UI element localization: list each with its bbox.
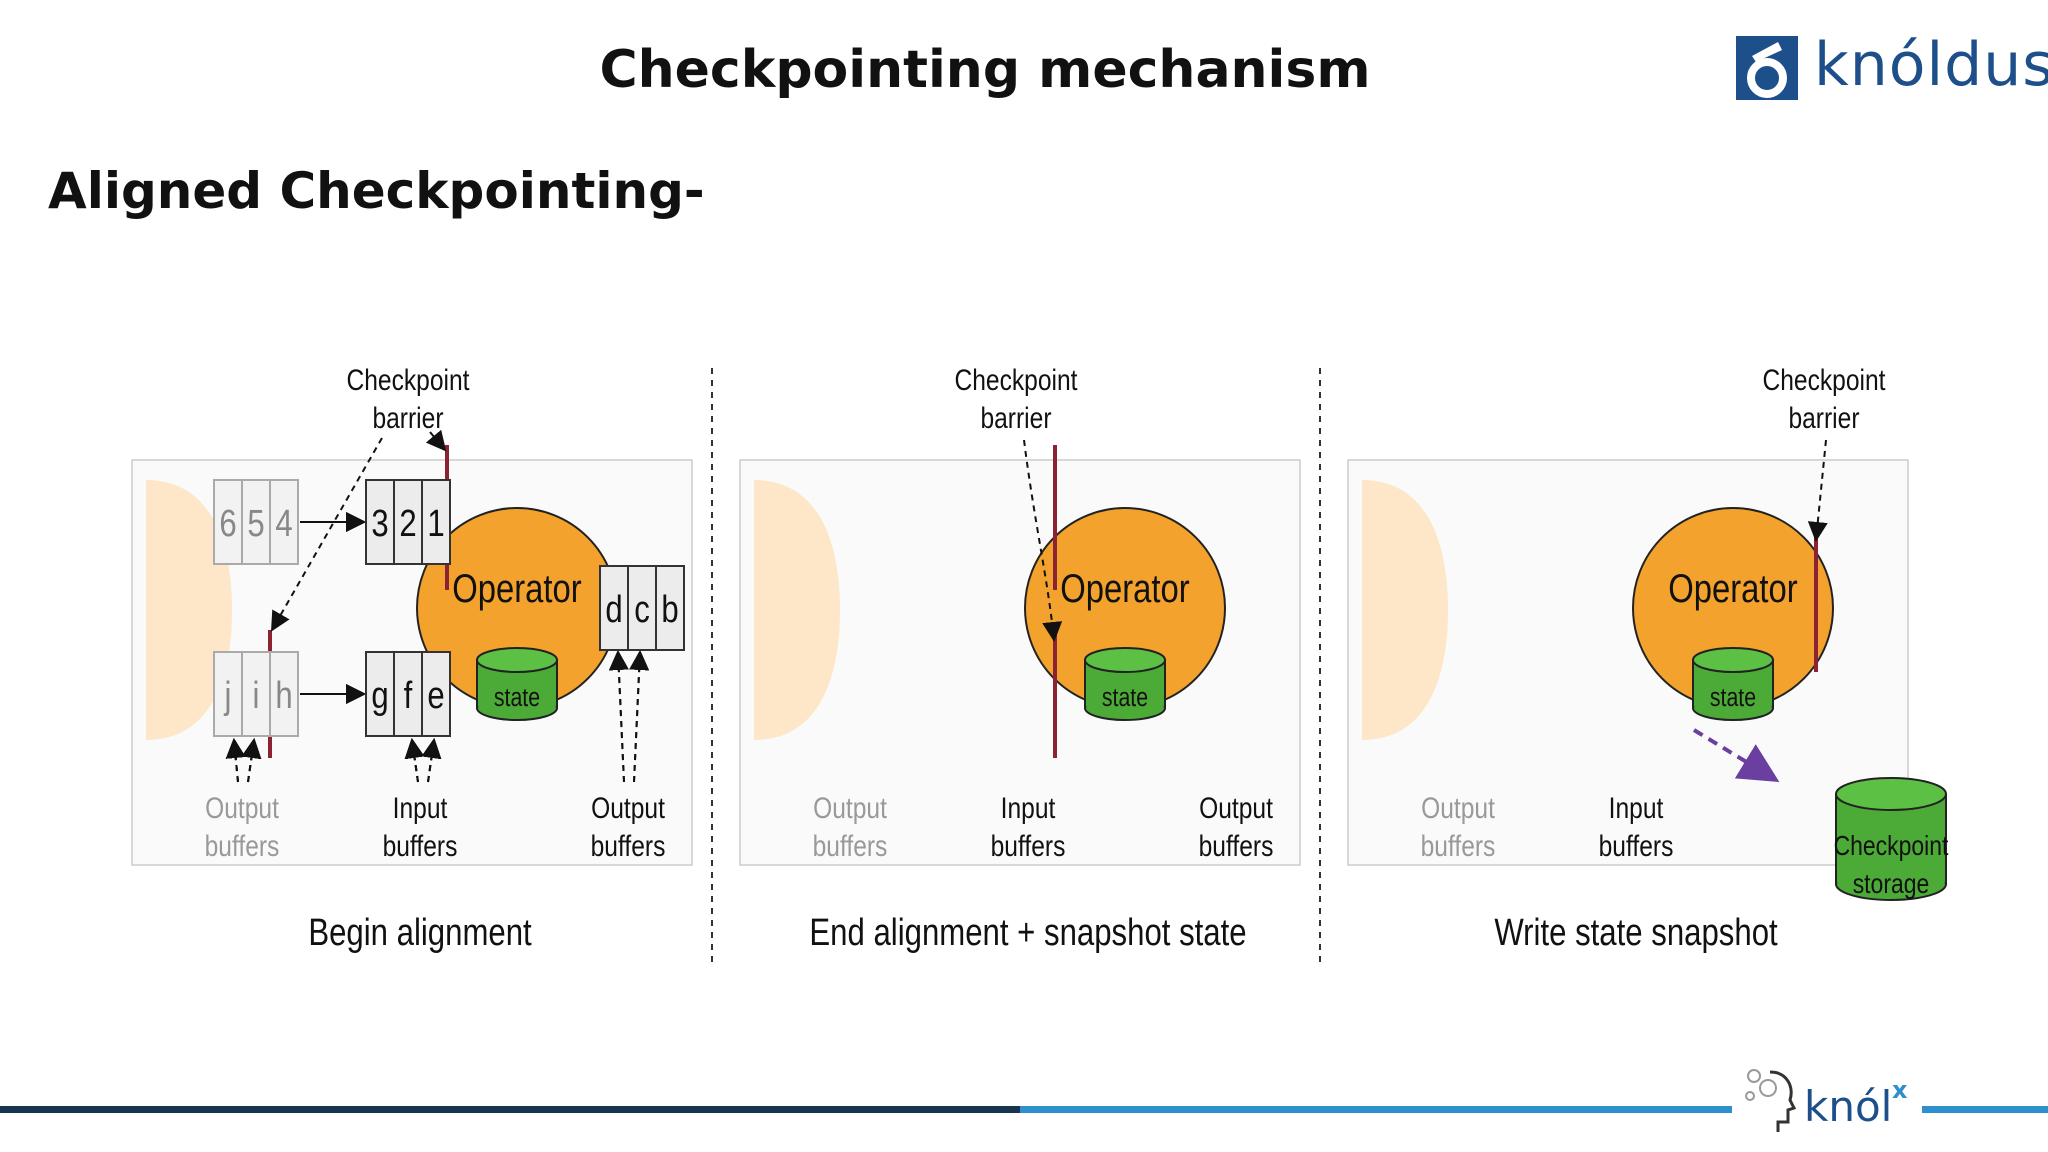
output-buffer-char: b <box>661 589 678 631</box>
head-gears-icon <box>1745 1069 1797 1132</box>
state-store-top <box>476 647 558 673</box>
knolx-logo: knól x <box>1732 1052 1922 1152</box>
knoldus-logo-icon <box>1736 36 1798 100</box>
knolx-logo-text: knól <box>1804 1082 1893 1131</box>
output-buffer-char: d <box>605 589 622 631</box>
barrier-label: Checkpoint <box>1762 363 1885 397</box>
input-buffers-label: buffers <box>1599 829 1674 863</box>
input-top-buffer-char: 3 <box>371 503 388 545</box>
input-buffers-label: Input <box>1001 791 1056 825</box>
state-label: state <box>1710 683 1756 713</box>
section-heading: Aligned Checkpointing- <box>48 162 705 220</box>
footer-bar-light <box>1020 1106 2048 1113</box>
input-buffers-label: buffers <box>991 829 1066 863</box>
upstream-bottom-buffer-cell <box>241 651 271 737</box>
operator-label: Operator <box>1060 566 1189 611</box>
panel-caption: Write state snapshot <box>1494 912 1778 954</box>
barrier-label: Checkpoint <box>346 363 469 397</box>
output-buffers-label: buffers <box>1199 829 1274 863</box>
page-title: Checkpointing mechanism <box>599 40 1371 100</box>
checkpoint-diagram: OperatorstateCheckpointbarrierOutputbuff… <box>131 363 1949 965</box>
output-buffer-cell <box>655 565 685 651</box>
panel-caption: End alignment + snapshot state <box>809 912 1246 954</box>
input-top-buffer-char: 2 <box>399 503 416 545</box>
state-label: state <box>494 683 540 713</box>
barrier-pointer <box>271 437 383 632</box>
upstream-output-label: buffers <box>1421 829 1496 863</box>
upstream-top-buffer-cell <box>241 479 271 565</box>
barrier-label: barrier <box>1788 401 1859 435</box>
state-label: state <box>1102 683 1148 713</box>
input-bottom-buffer-char: g <box>371 675 388 717</box>
upstream-bottom-buffer-char: j <box>224 675 232 717</box>
state-store-top <box>1084 647 1166 673</box>
input-bottom-buffer-char: e <box>427 675 444 717</box>
operator-label: Operator <box>1668 566 1797 611</box>
output-buffers-label: buffers <box>591 829 666 863</box>
output-buffer-char: c <box>634 589 650 631</box>
barrier-label: Checkpoint <box>954 363 1077 397</box>
panel-caption: Begin alignment <box>308 912 532 954</box>
upstream-output-label: Output <box>1421 791 1495 825</box>
output-buffers-label: Output <box>591 791 665 825</box>
barrier-label: barrier <box>372 401 443 435</box>
input-top-buffer-cell <box>393 479 423 565</box>
upstream-top-buffer-cell <box>269 479 299 565</box>
knoldus-logo: knóldus <box>1734 30 2048 104</box>
upstream-bottom-buffer-char: i <box>253 675 260 717</box>
input-bottom-buffer-char: f <box>404 675 413 717</box>
dashed-up-arrow <box>421 738 442 783</box>
upstream-output-label: Output <box>205 791 279 825</box>
upstream-top-buffer-char: 4 <box>275 503 292 545</box>
state-store-top <box>1692 647 1774 673</box>
input-top-buffer-cell <box>421 479 451 565</box>
upstream-source <box>146 480 232 740</box>
upstream-bottom-buffer-char: h <box>275 675 292 717</box>
upstream-source <box>1362 480 1448 740</box>
footer-bar-dark <box>0 1106 1020 1113</box>
input-buffers-label: Input <box>393 791 448 825</box>
upstream-output-label: buffers <box>205 829 280 863</box>
barrier-pointer <box>1807 439 1828 542</box>
output-buffers-label: Output <box>1199 791 1273 825</box>
barrier-pointer <box>425 429 447 452</box>
checkpoint-storage-top <box>1835 777 1947 811</box>
upstream-top-buffer-char: 6 <box>219 503 236 545</box>
input-buffers-label: buffers <box>383 829 458 863</box>
checkpoint-storage-label: Checkpoint <box>1834 831 1949 862</box>
operator-label: Operator <box>452 566 581 611</box>
input-buffers-label: Input <box>1609 791 1664 825</box>
input-bottom-buffer-cell <box>393 651 423 737</box>
input-top-buffer-char: 1 <box>427 503 444 545</box>
upstream-bottom-buffer-cell <box>213 651 243 737</box>
checkpoint-storage-label: storage <box>1853 869 1930 900</box>
dashed-up-arrow <box>241 738 262 783</box>
upstream-top-buffer-char: 5 <box>247 503 264 545</box>
dashed-up-arrow <box>404 738 425 783</box>
input-bottom-buffer-cell <box>421 651 451 737</box>
knoldus-logo-text: knóldus <box>1814 30 2048 100</box>
knolx-logo-sup: x <box>1892 1076 1908 1104</box>
upstream-source <box>754 480 840 740</box>
dashed-up-arrow <box>225 738 246 783</box>
panel-3: OperatorstateCheckpointbarrierOutputbuff… <box>1347 363 1949 954</box>
upstream-bottom-buffer-cell <box>269 651 299 737</box>
barrier-pointer <box>1023 439 1063 642</box>
barrier-label: barrier <box>980 401 1051 435</box>
upstream-output-label: Output <box>813 791 887 825</box>
upstream-output-label: buffers <box>813 829 888 863</box>
